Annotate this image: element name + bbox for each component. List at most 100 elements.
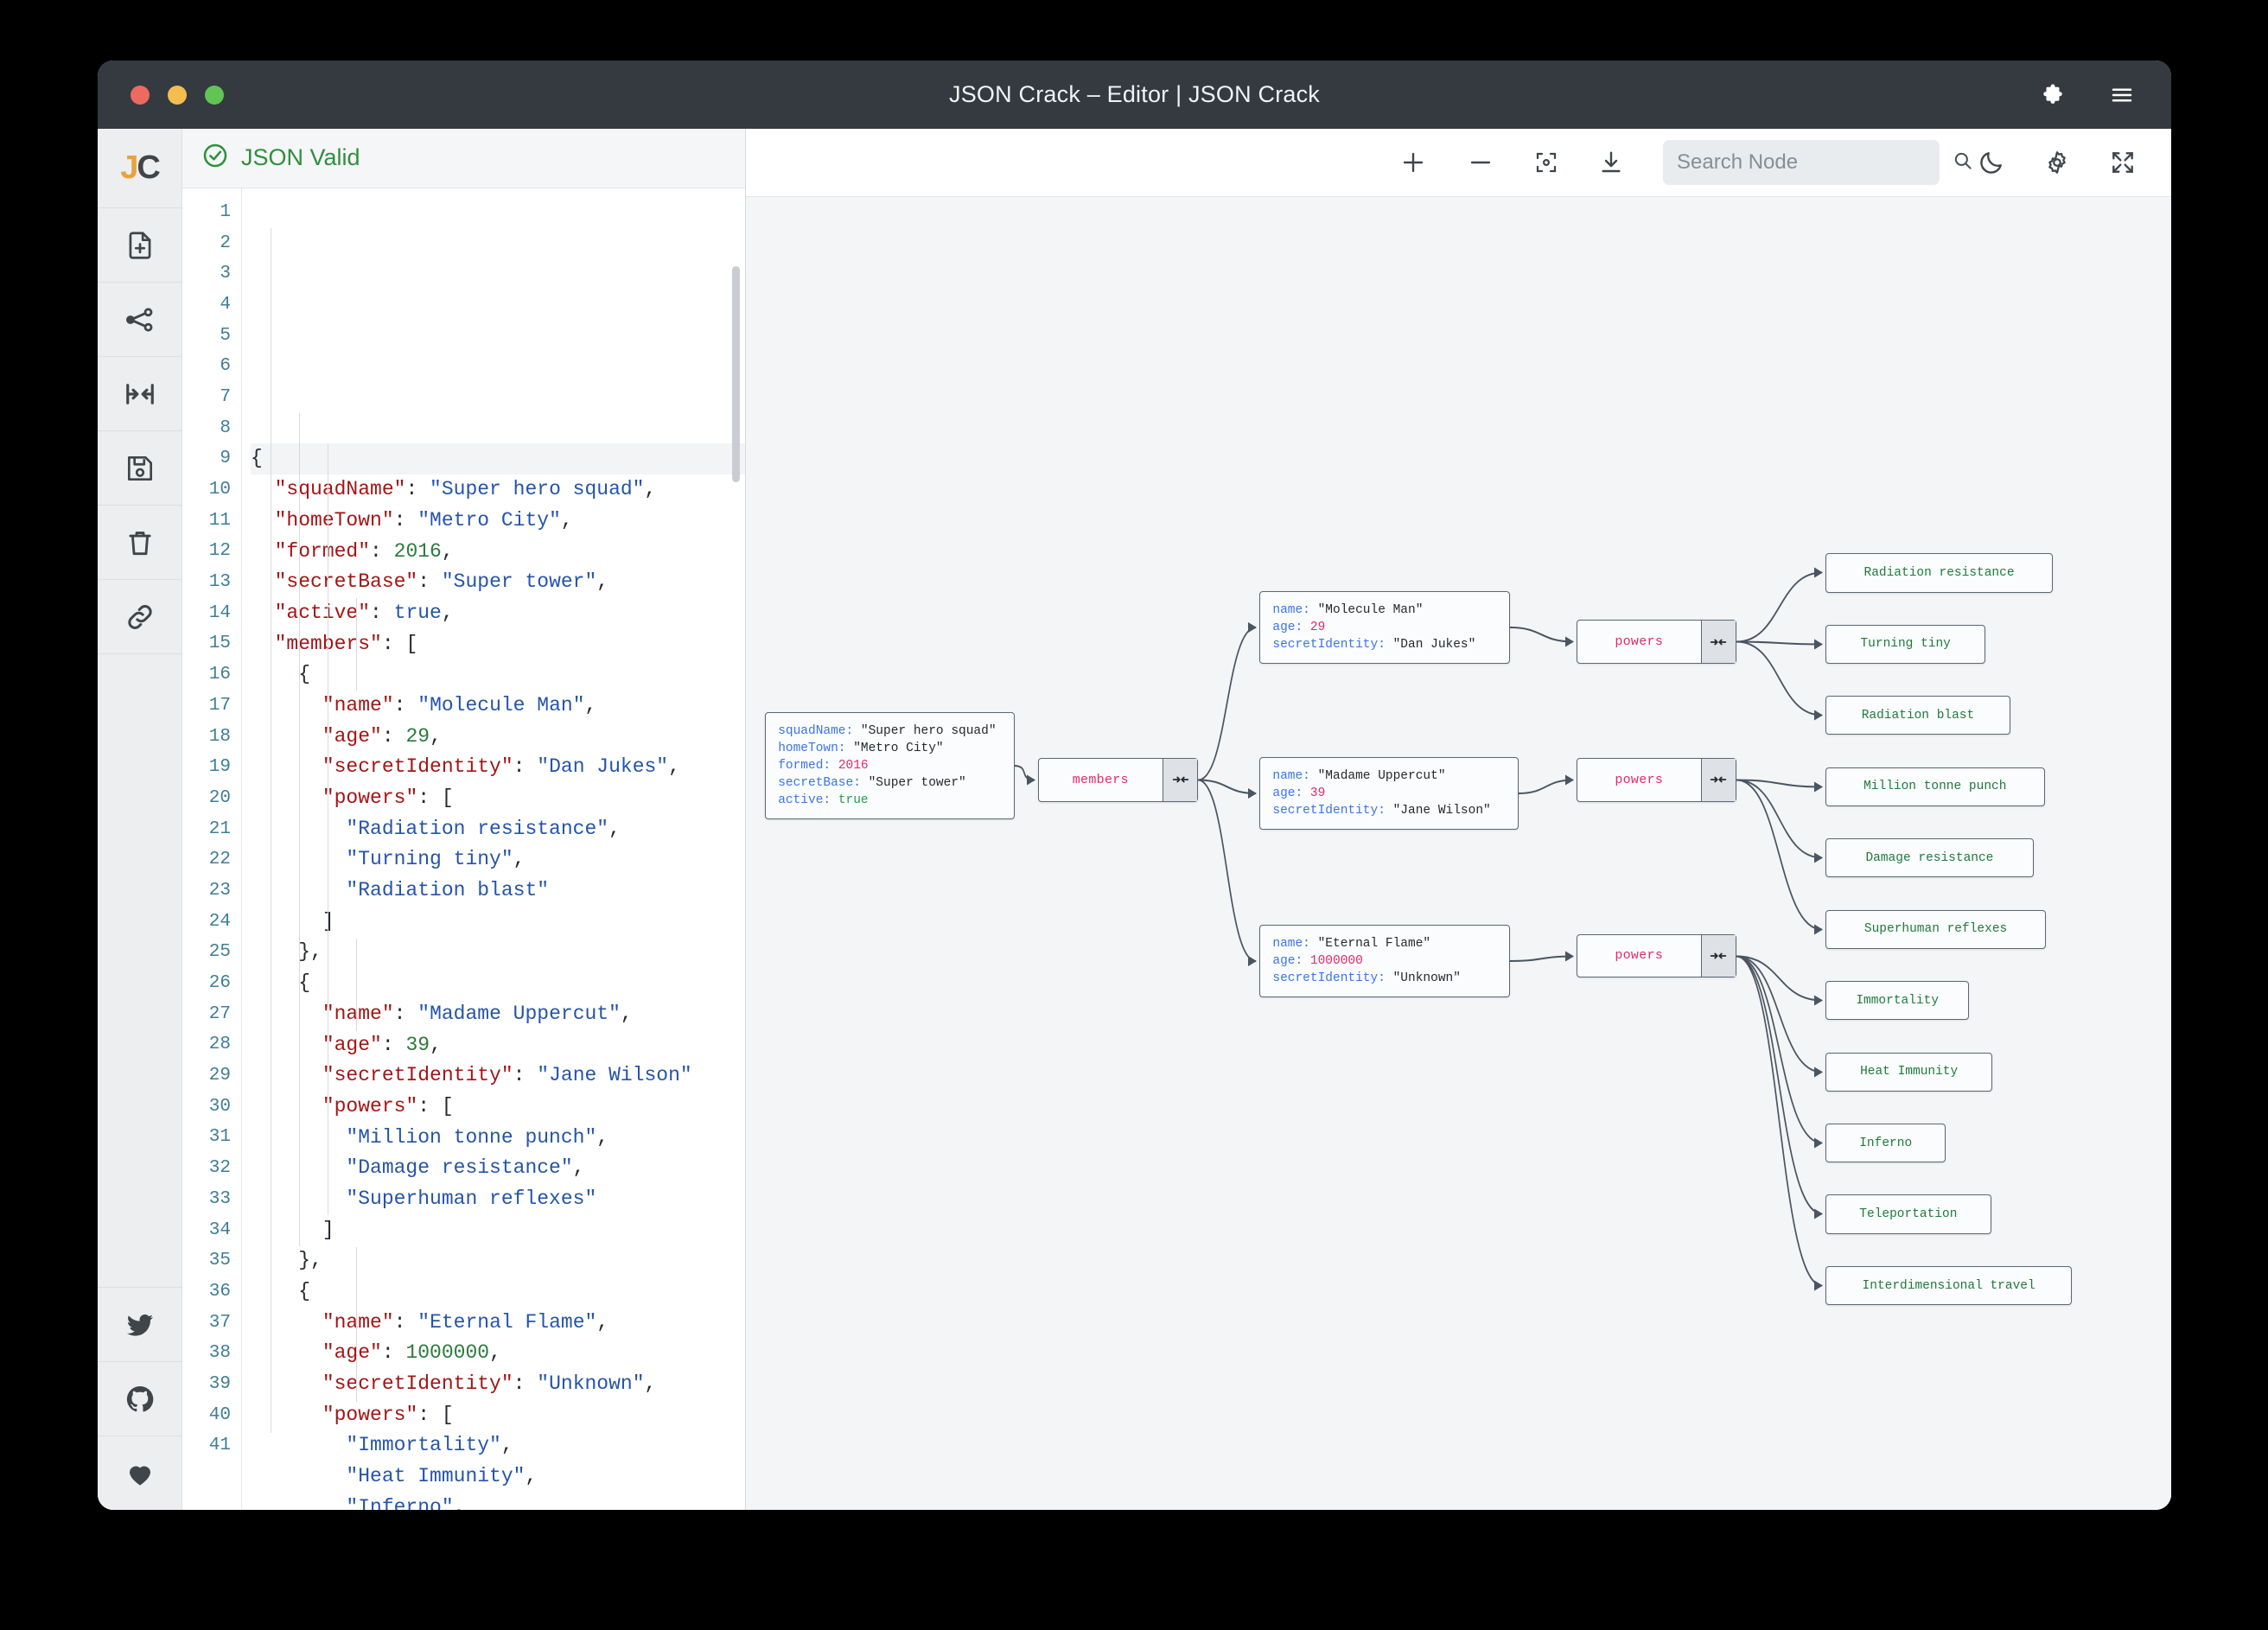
graph-canvas[interactable]: squadName: "Super hero squad"homeTown: "… xyxy=(746,197,2171,1510)
graph-object-node[interactable]: squadName: "Super hero squad"homeTown: "… xyxy=(765,711,1015,819)
node-property-row: secretIdentity: "Dan Jukes" xyxy=(1272,636,1475,653)
graph-leaf-node[interactable]: Superhuman reflexes xyxy=(1825,909,2047,949)
graph-leaf-node[interactable]: Teleportation xyxy=(1825,1194,1991,1234)
download-icon[interactable] xyxy=(1597,149,1625,176)
graph-leaf-node[interactable]: Radiation resistance xyxy=(1825,553,2054,593)
sidebar-item-github[interactable] xyxy=(98,1361,182,1436)
node-property-key: formed: xyxy=(778,758,838,773)
graph-leaf-node[interactable]: Interdimensional travel xyxy=(1825,1265,2073,1306)
code-line: "Damage resistance", xyxy=(346,1156,585,1180)
line-number: 38 xyxy=(208,1343,231,1364)
collapse-node-button[interactable] xyxy=(1163,759,1198,801)
node-property-value: 29 xyxy=(1309,621,1326,635)
code-line: }, xyxy=(251,940,322,964)
graph-edge xyxy=(1013,764,1036,786)
share-graph-icon xyxy=(124,303,156,336)
traffic-lights xyxy=(131,85,224,105)
gear-icon[interactable] xyxy=(2043,149,2071,176)
node-label: Damage resistance xyxy=(1865,850,1994,865)
code-line: { xyxy=(251,663,311,686)
node-label: powers xyxy=(1615,948,1664,964)
sidebar-item-collapse[interactable] xyxy=(98,357,182,431)
line-number: 41 xyxy=(208,1436,231,1456)
sidebar-item-new-file[interactable] xyxy=(98,208,182,283)
graph-pane: squadName: "Super hero squad"homeTown: "… xyxy=(746,129,2171,1510)
maximize-window-button[interactable] xyxy=(205,85,224,105)
line-number: 18 xyxy=(208,726,231,747)
window-titlebar: JSON Crack – Editor | JSON Crack xyxy=(98,60,2171,129)
line-number: 11 xyxy=(208,510,231,531)
zoom-in-icon[interactable] xyxy=(1398,148,1428,177)
node-properties: squadName: "Super hero squad"homeTown: "… xyxy=(766,713,1008,818)
minimize-window-button[interactable] xyxy=(168,85,187,105)
sidebar-item-twitter[interactable] xyxy=(98,1287,182,1361)
fullscreen-icon[interactable] xyxy=(2109,149,2137,176)
node-label: Heat Immunity xyxy=(1860,1065,1959,1079)
code-line: "active": true, xyxy=(274,601,454,624)
zoom-out-icon[interactable] xyxy=(1466,148,1495,177)
node-property-key: name: xyxy=(1272,768,1318,783)
sidebar-item-delete[interactable] xyxy=(98,506,182,580)
graph-leaf-node[interactable]: Inferno xyxy=(1825,1123,1946,1163)
node-property-key: secretBase: xyxy=(778,775,869,790)
collapse-node-button[interactable] xyxy=(1700,621,1736,663)
titlebar-actions xyxy=(2040,82,2135,108)
graph-leaf-node[interactable]: Million tonne punch xyxy=(1825,767,2045,806)
graph-leaf-node[interactable]: Radiation blast xyxy=(1825,696,2010,735)
search-input[interactable] xyxy=(1677,150,1945,175)
twitter-icon xyxy=(124,1309,156,1340)
graph-parent-node[interactable]: powers xyxy=(1576,758,1736,802)
node-property-value: "Dan Jukes" xyxy=(1392,638,1476,653)
node-property-key: age: xyxy=(1272,786,1310,800)
line-number: 39 xyxy=(208,1373,231,1394)
code-text-area[interactable]: { "squadName": "Super hero squad", "home… xyxy=(241,188,745,1510)
graph-leaf-node[interactable]: Immortality xyxy=(1825,981,1970,1021)
node-property-key: squadName: xyxy=(778,723,861,738)
sidebar-item-save[interactable] xyxy=(98,431,182,506)
hamburger-menu-icon[interactable] xyxy=(2109,82,2135,108)
search-icon[interactable] xyxy=(1952,150,1974,176)
editor-vertical-scrollbar[interactable] xyxy=(732,265,740,482)
node-label: powers xyxy=(1615,634,1664,650)
search-node-box[interactable] xyxy=(1663,140,1972,185)
node-property-row: name: "Molecule Man" xyxy=(1272,602,1475,619)
node-property-row: name: "Madame Uppercut" xyxy=(1272,767,1490,785)
node-label: Interdimensional travel xyxy=(1862,1278,2035,1293)
collapse-node-button[interactable] xyxy=(1700,759,1736,801)
code-line: ] xyxy=(251,909,334,933)
graph-leaf-node[interactable]: Damage resistance xyxy=(1825,838,2034,878)
code-line: "Inferno", xyxy=(346,1495,466,1510)
graph-edge xyxy=(1736,567,1824,643)
center-view-icon[interactable] xyxy=(1533,150,1559,175)
line-number: 5 xyxy=(220,325,231,346)
sidebar-item-link[interactable] xyxy=(98,580,182,654)
code-line: "Heat Immunity", xyxy=(346,1465,538,1488)
moon-icon[interactable] xyxy=(1978,149,2005,176)
code-line: "formed": 2016, xyxy=(274,539,454,563)
sidebar-item-support[interactable] xyxy=(98,1436,182,1510)
collapse-node-button[interactable] xyxy=(1700,934,1736,977)
line-number: 20 xyxy=(208,787,231,808)
graph-edge xyxy=(1736,779,1824,863)
line-number: 9 xyxy=(220,449,231,469)
sidebar-item-share-graph[interactable] xyxy=(98,283,182,357)
graph-parent-node[interactable]: powers xyxy=(1576,620,1736,664)
puzzle-piece-icon[interactable] xyxy=(2040,82,2066,108)
node-property-row: age: 29 xyxy=(1272,619,1475,636)
graph-leaf-node[interactable]: Turning tiny xyxy=(1825,624,1986,664)
code-line: "members": [ xyxy=(275,632,418,655)
graph-parent-node[interactable]: members xyxy=(1037,758,1199,802)
collapse-arrows-icon xyxy=(124,378,156,411)
graph-parent-node[interactable]: powers xyxy=(1576,933,1736,978)
link-icon xyxy=(124,601,156,634)
graph-edge xyxy=(1509,951,1575,963)
code-line: { xyxy=(251,443,745,475)
graph-leaf-node[interactable]: Heat Immunity xyxy=(1825,1052,1993,1092)
close-window-button[interactable] xyxy=(131,85,150,105)
